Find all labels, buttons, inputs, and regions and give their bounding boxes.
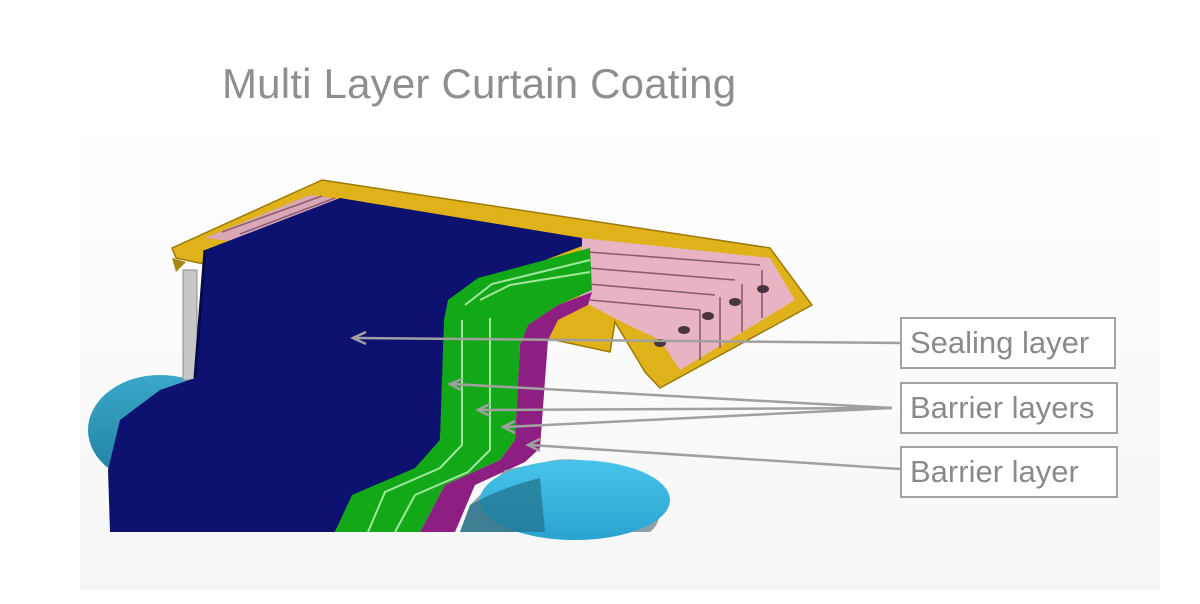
die-slot-lines [587,251,763,360]
barrier-layer-magenta [420,292,592,532]
barrier-leader-line-2 [479,406,893,412]
barrier-layer-leader-line [529,443,901,471]
sheet-left-edge [193,249,207,379]
die-slot-lines-left [221,195,336,235]
right-roller-shadow [460,478,545,532]
barrier-leader-line-1 [451,382,893,410]
leader-lines [355,336,901,471]
sealing-leader-line [355,336,901,345]
sealing-layer-sheet [108,198,582,532]
barrier-layer-dividers [367,259,591,533]
barrier-layers-label: Barrier layers [900,382,1118,434]
diagram-title: Multi Layer Curtain Coating [222,60,737,107]
leader-arrowheads [350,330,541,453]
barrier-layers-green [335,248,592,532]
sealing-layer-label: Sealing layer [900,317,1116,369]
frame-edge-shadow [172,258,186,272]
barrier-layer-label: Barrier layer [900,446,1118,498]
barrier-leader-line-3 [504,406,893,429]
